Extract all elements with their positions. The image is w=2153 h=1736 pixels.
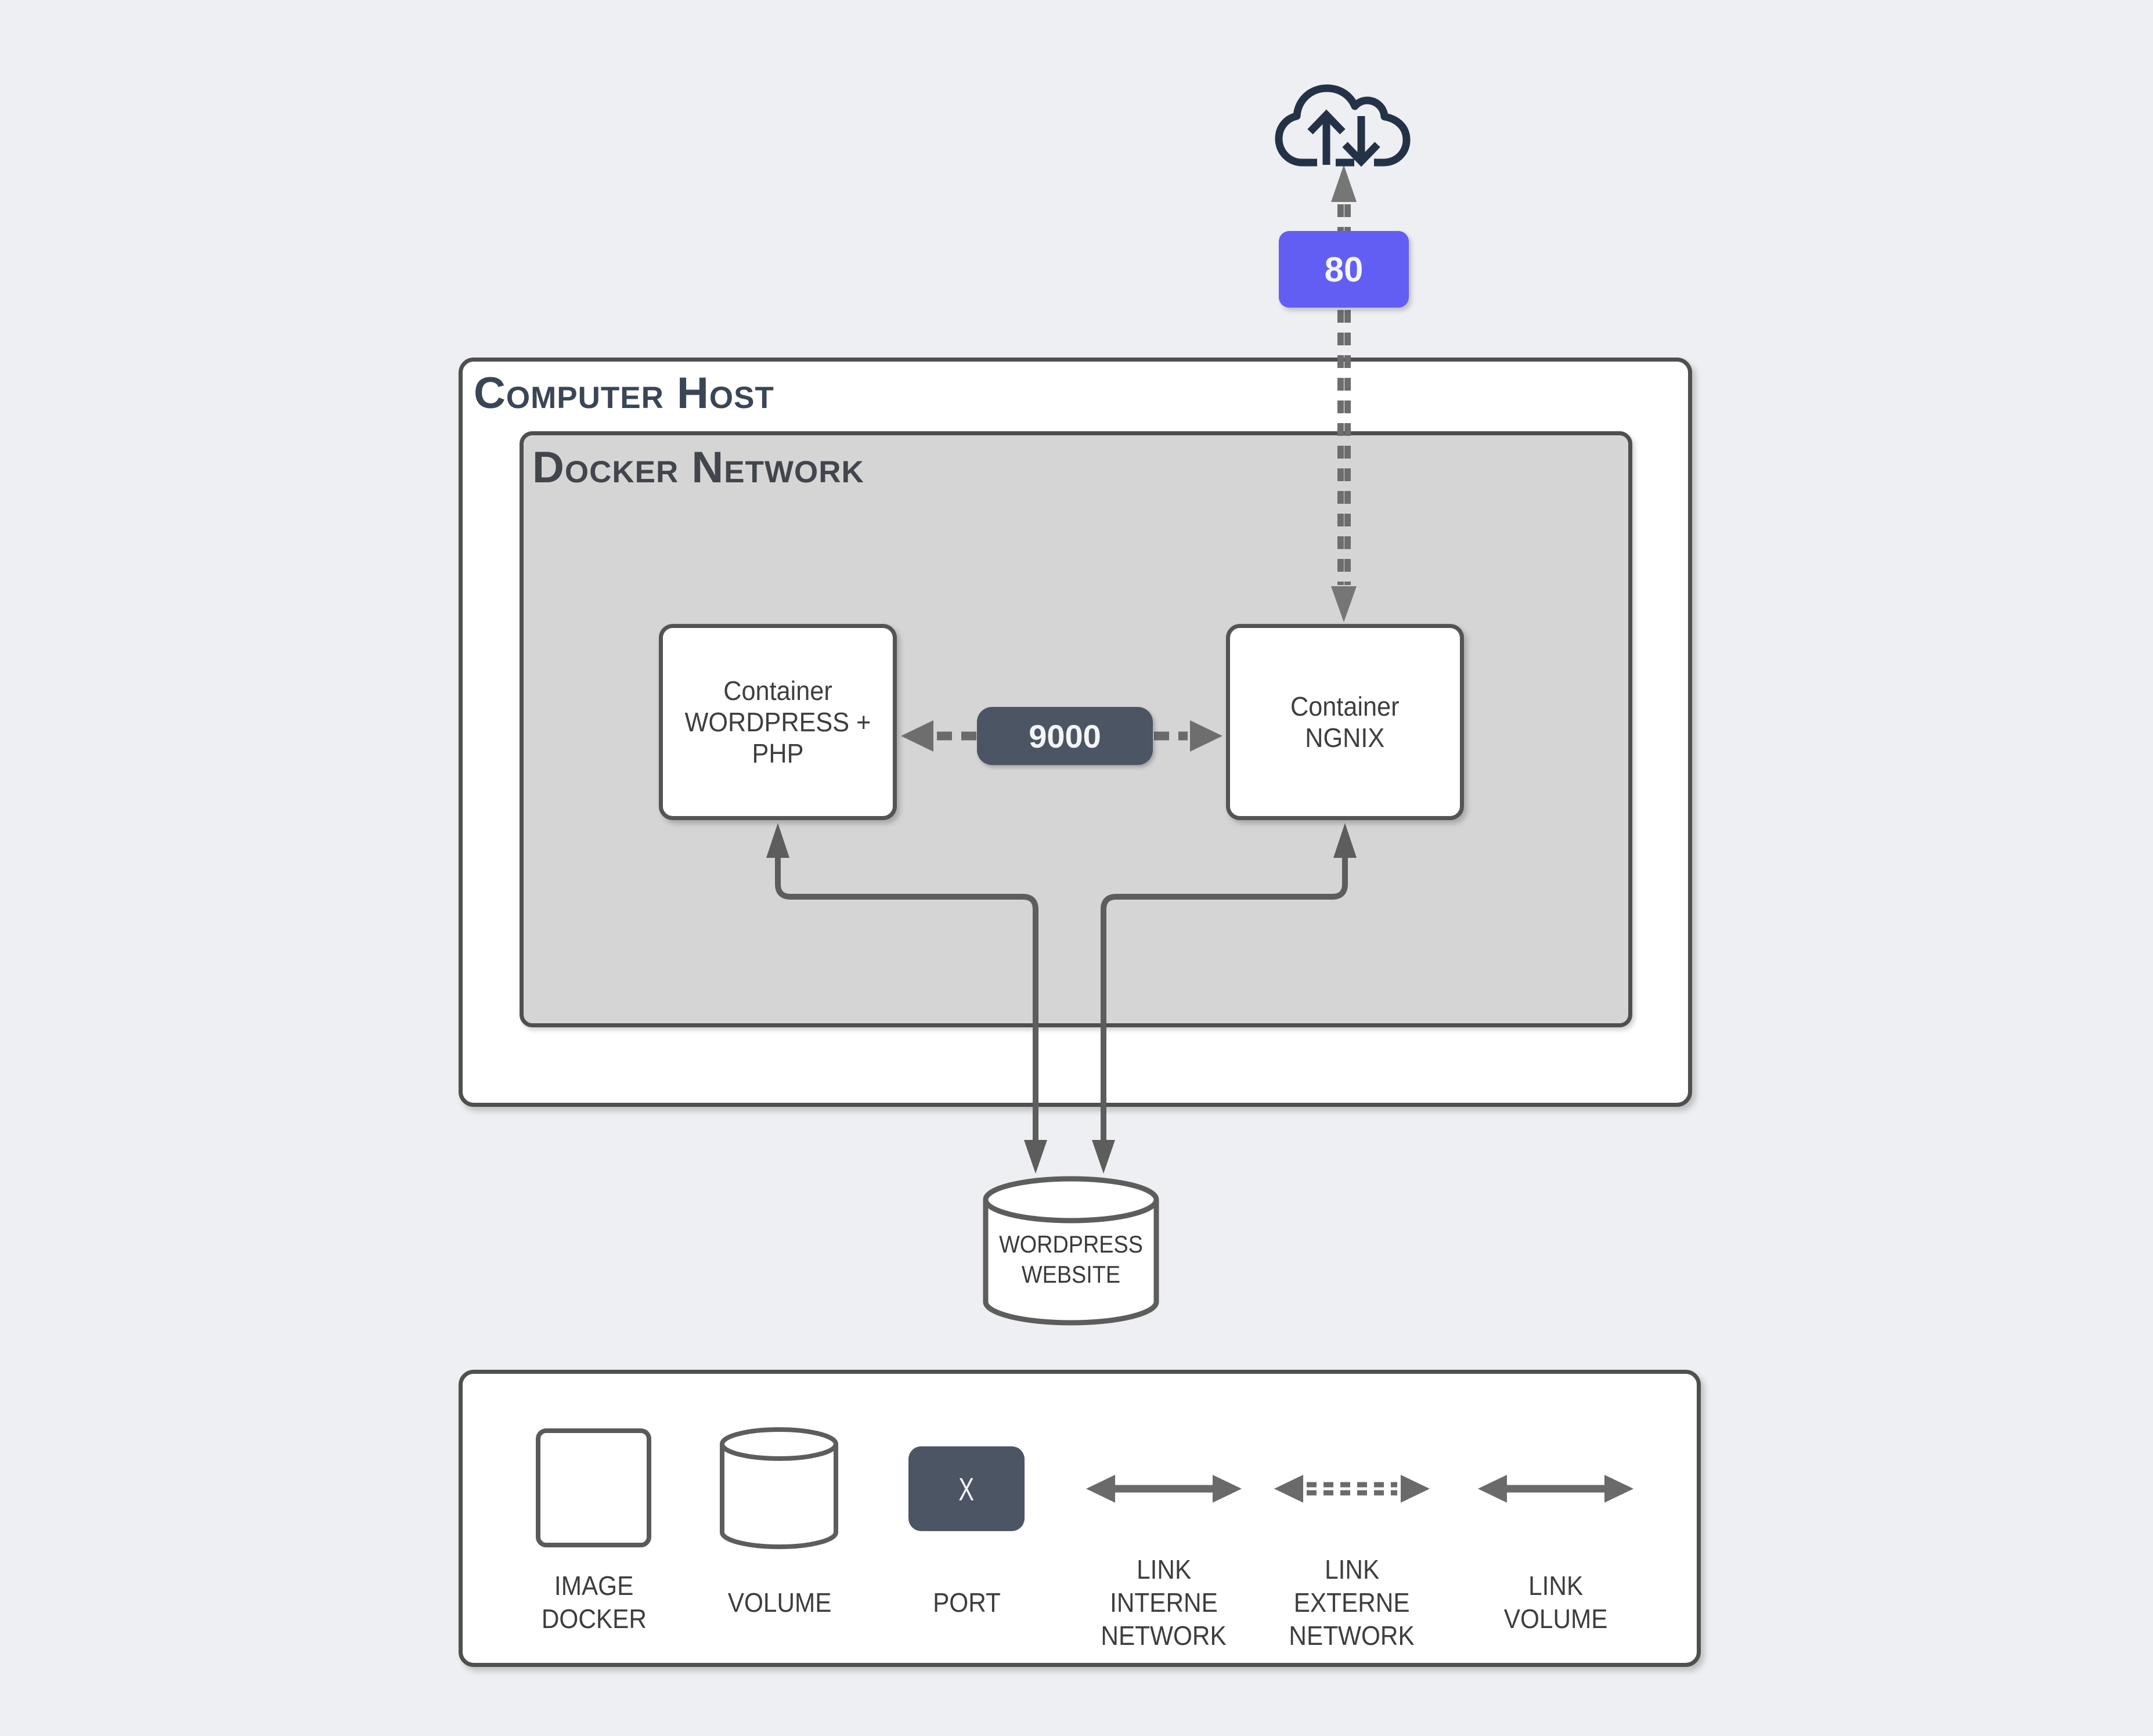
legend-text: LINK <box>1324 1554 1380 1585</box>
docker-network-title: Docker Network <box>532 443 864 492</box>
legend-label-image-docker: IMAGE DOCKER <box>495 1543 693 1662</box>
cloud-upload-download-icon <box>1275 84 1411 167</box>
port-symbol: X <box>908 1446 1025 1531</box>
container-nginx-line1: Container <box>1290 691 1400 721</box>
link-externe-symbol <box>1274 1475 1430 1503</box>
legend-text: INTERNE <box>1110 1587 1218 1618</box>
volume-database-label: WORDPRESS WEBSITE <box>990 1229 1152 1290</box>
volume-label-line2: WEBSITE <box>1021 1261 1121 1288</box>
container-nginx-node: Container NGNIX <box>1226 624 1464 820</box>
image-docker-symbol <box>536 1428 651 1547</box>
port-symbol-label: X <box>958 1470 975 1507</box>
legend-text: DOCKER <box>541 1604 647 1634</box>
link-interne-symbol <box>1086 1475 1242 1503</box>
volume-label-line1: WORDPRESS <box>999 1230 1143 1258</box>
link-volume-symbol <box>1478 1475 1633 1503</box>
port-9000-label: 9000 <box>1029 717 1101 755</box>
volume-symbol <box>720 1427 838 1549</box>
legend-text: LINK <box>1528 1571 1584 1601</box>
legend-text: NETWORK <box>1289 1620 1415 1651</box>
container-wordpress-php-node: Container WORDPRESS + PHP <box>659 624 897 820</box>
container-wordpress-line1: Container <box>723 676 832 706</box>
arrowhead-down-to-volume-left <box>1024 1140 1047 1174</box>
wordpress-website-volume <box>983 1176 1159 1326</box>
legend-text: IMAGE <box>554 1571 634 1601</box>
legend-text: LINK <box>1136 1554 1192 1585</box>
legend-text: VOLUME <box>727 1587 832 1618</box>
legend-text: PORT <box>932 1587 1001 1618</box>
legend-label-port: PORT <box>868 1543 1065 1662</box>
legend-text: VOLUME <box>1503 1604 1608 1634</box>
legend-text: NETWORK <box>1101 1620 1227 1651</box>
container-nginx-line2: NGNIX <box>1305 723 1385 753</box>
arrowhead-down-to-volume-right <box>1092 1140 1115 1174</box>
legend-box <box>459 1370 1701 1667</box>
port-80-label: 80 <box>1324 250 1364 289</box>
computer-host-title: Computer Host <box>474 369 774 418</box>
port-80-badge: 80 <box>1279 231 1409 308</box>
legend-label-link-externe: LINK EXTERNE NETWORK <box>1253 1543 1451 1662</box>
legend-label-link-interne: LINK INTERNE NETWORK <box>1065 1543 1263 1662</box>
legend-label-link-volume: LINK VOLUME <box>1457 1543 1654 1662</box>
legend-text: EXTERNE <box>1294 1587 1410 1618</box>
arrowhead-up-to-cloud <box>1331 165 1357 202</box>
legend-label-volume: VOLUME <box>681 1543 878 1662</box>
port-9000-badge: 9000 <box>977 707 1153 765</box>
container-wordpress-line2: WORDPRESS + PHP <box>684 707 871 768</box>
